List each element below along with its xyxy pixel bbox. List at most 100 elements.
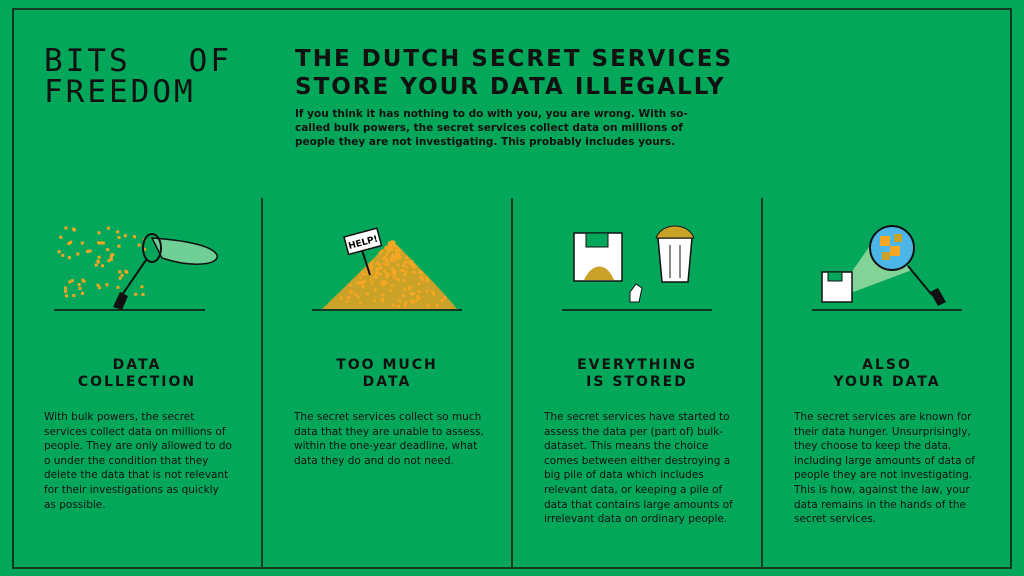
data-dot — [369, 265, 373, 269]
data-dot — [407, 286, 412, 291]
data-dot — [420, 271, 424, 275]
data-dot — [426, 304, 431, 308]
data-dot — [106, 226, 110, 230]
data-dot — [77, 283, 81, 287]
data-dot — [80, 241, 84, 245]
data-dot — [347, 295, 351, 300]
data-dot — [390, 266, 395, 271]
data-dot — [403, 287, 407, 291]
data-dot — [70, 279, 74, 283]
data-dot — [417, 282, 421, 286]
data-dot — [397, 256, 401, 260]
data-dot — [392, 303, 396, 307]
divider — [761, 198, 763, 569]
data-dot — [415, 298, 419, 302]
data-dot — [435, 303, 440, 308]
data-dot — [118, 270, 122, 274]
data-dot — [361, 285, 365, 289]
data-dot — [390, 242, 395, 246]
data-dot — [409, 299, 414, 303]
data-dot — [386, 273, 390, 277]
data-dot — [345, 299, 349, 304]
data-dot — [67, 242, 71, 246]
data-dot — [116, 230, 120, 234]
data-dot — [64, 286, 68, 290]
data-dot — [69, 240, 73, 244]
data-dot — [397, 251, 401, 255]
data-dot — [392, 273, 396, 277]
data-dot — [363, 279, 367, 283]
data-dot — [381, 282, 386, 286]
data-dot — [123, 234, 127, 238]
data-dot — [349, 290, 353, 295]
title-line: STORE YOUR DATA ILLEGALLY — [295, 74, 726, 100]
data-dot — [378, 272, 382, 276]
data-dot — [397, 304, 401, 308]
data-dot — [370, 281, 374, 285]
data-dot — [405, 256, 409, 260]
data-dot — [379, 266, 383, 270]
magnifier-icon — [812, 225, 962, 311]
data-dot — [375, 271, 379, 275]
data-dot — [390, 284, 394, 288]
data-dot — [132, 235, 136, 239]
data-dot — [97, 255, 101, 259]
column-text: The secret services have started to asse… — [544, 411, 733, 526]
data-dot — [412, 270, 416, 274]
data-dot — [375, 261, 379, 265]
data-dot — [373, 288, 377, 292]
data-dot — [65, 294, 69, 298]
column-text: With bulk powers, the secret services co… — [44, 411, 232, 511]
data-dot — [106, 248, 110, 252]
data-dot — [394, 249, 398, 253]
data-dot — [402, 294, 406, 298]
data-dot — [116, 285, 120, 289]
data-dot — [417, 296, 421, 300]
data-dot — [109, 255, 113, 259]
data-dot — [381, 256, 385, 260]
data-dot — [412, 263, 416, 267]
data-dot — [420, 278, 425, 282]
data-dot — [404, 301, 408, 305]
data-dot — [105, 283, 109, 287]
data-dot — [134, 292, 138, 296]
data-dot — [403, 303, 407, 308]
title-line: THE DUTCH SECRET SERVICES — [295, 46, 734, 72]
data-dot — [402, 279, 406, 283]
data-dot — [392, 255, 396, 259]
data-dot — [360, 280, 364, 284]
data-dot — [420, 275, 424, 279]
data-dot — [369, 277, 373, 282]
data-dot — [118, 276, 122, 280]
data-dot — [384, 281, 389, 285]
data-dot — [120, 273, 124, 277]
data-dot — [378, 251, 382, 255]
data-dot — [99, 241, 103, 245]
data-dot — [97, 231, 101, 235]
data-dot — [355, 281, 360, 285]
data-dot — [81, 291, 85, 295]
data-dot — [387, 241, 392, 245]
data-dot — [380, 297, 385, 301]
data-dot — [78, 286, 82, 290]
data-dot — [339, 296, 343, 300]
data-dot — [59, 235, 63, 239]
data-dot — [403, 273, 407, 277]
data-dot — [349, 283, 353, 287]
butterfly-net-icon — [54, 226, 218, 311]
data-dot — [142, 247, 146, 251]
data-dot — [72, 227, 76, 231]
data-dot — [81, 278, 85, 282]
data-dot — [372, 274, 376, 278]
data-dot — [393, 258, 397, 262]
floppy-and-trash-icon — [562, 225, 712, 311]
data-dot — [369, 262, 373, 266]
data-dot — [393, 269, 397, 273]
data-dot — [397, 248, 401, 252]
data-dot — [396, 263, 400, 267]
data-dot — [381, 293, 385, 297]
data-dot — [378, 263, 382, 267]
